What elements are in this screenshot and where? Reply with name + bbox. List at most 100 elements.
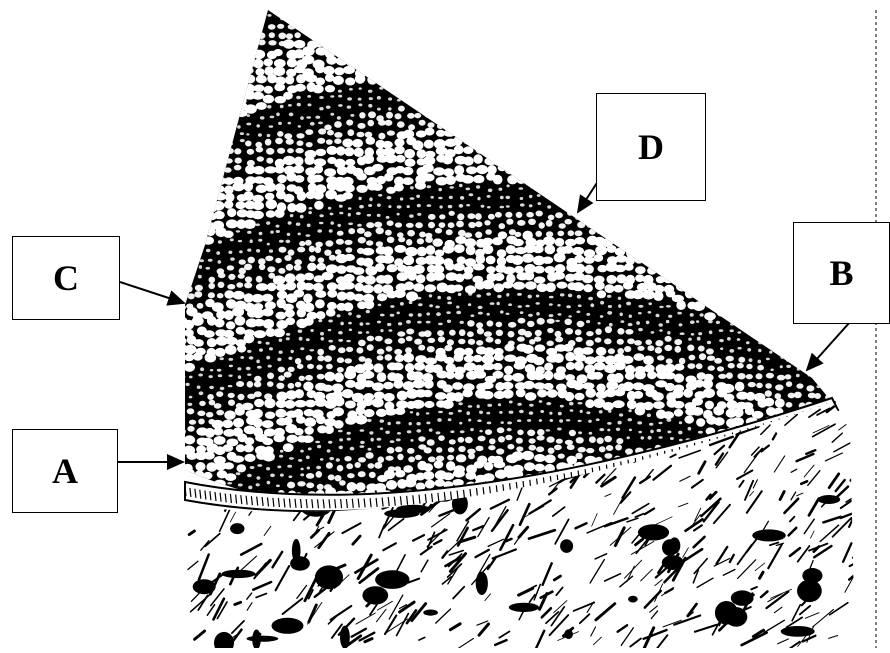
xylem-cell xyxy=(388,97,392,100)
xylem-cell xyxy=(364,409,375,417)
xylem-cell xyxy=(262,308,273,316)
xylem-cell xyxy=(375,336,383,342)
xylem-cell xyxy=(507,175,518,184)
xylem-cell xyxy=(768,123,773,126)
xylem-cell xyxy=(533,372,545,380)
xylem-cell xyxy=(705,262,715,271)
xylem-cell xyxy=(784,158,792,163)
xylem-cell xyxy=(295,148,303,154)
xylem-cell xyxy=(463,51,473,59)
xylem-cell xyxy=(506,38,517,46)
xylem-cell xyxy=(513,150,523,158)
xylem-cell xyxy=(669,202,674,206)
xylem-cell xyxy=(259,232,263,235)
xylem-cell xyxy=(698,431,703,434)
xylem-cell xyxy=(478,312,483,315)
xylem-cell xyxy=(780,349,784,352)
xylem-cell xyxy=(757,106,760,109)
xylem-cell xyxy=(296,14,300,16)
xylem-cell xyxy=(673,69,685,77)
xylem-cell xyxy=(344,40,355,49)
xylem-cell xyxy=(436,50,446,58)
xylem-cell xyxy=(337,224,341,227)
xylem-cell xyxy=(266,210,276,218)
xylem-cell xyxy=(265,412,275,419)
xylem-cell xyxy=(638,206,642,209)
xylem-cell xyxy=(384,64,396,73)
xylem-cell xyxy=(387,237,395,243)
xylem-cell xyxy=(366,310,370,313)
xylem-cell xyxy=(187,87,198,94)
xylem-cell xyxy=(702,272,713,280)
xylem-cell xyxy=(550,419,554,422)
xylem-cell xyxy=(621,320,625,323)
xylem-cell xyxy=(364,231,372,237)
xylem-cell xyxy=(626,13,633,20)
xylem-cell xyxy=(214,158,221,164)
xylem-cell xyxy=(217,58,224,65)
xylem-cell xyxy=(197,411,205,417)
xylem-cell xyxy=(199,265,202,269)
xylem-cell xyxy=(262,438,273,445)
xylem-cell xyxy=(659,86,663,90)
xylem-cell xyxy=(204,452,215,460)
xylem-cell xyxy=(196,121,206,130)
xylem-cell xyxy=(244,51,252,57)
xylem-cell xyxy=(747,14,755,20)
xylem-cell xyxy=(665,29,677,38)
xylem-cell xyxy=(294,157,304,166)
xylem-cell xyxy=(836,374,841,377)
xylem-cell xyxy=(443,168,454,176)
xylem-cell xyxy=(625,448,633,454)
xylem-cell xyxy=(488,89,491,92)
xylem-cell xyxy=(275,166,285,174)
xylem-cell xyxy=(618,230,626,236)
xylem-cell xyxy=(494,14,506,23)
xylem-cell xyxy=(439,205,442,208)
xylem-cell xyxy=(654,24,666,34)
xylem-cell xyxy=(758,294,768,302)
xylem-cell xyxy=(555,106,563,112)
xylem-cell xyxy=(710,112,715,115)
xylem-cell xyxy=(540,184,544,187)
xylem-cell xyxy=(423,49,434,59)
xylem-cell xyxy=(456,80,460,83)
xylem-cell xyxy=(730,117,734,120)
xylem-cell xyxy=(769,351,772,354)
xylem-cell xyxy=(504,6,512,12)
xylem-cell xyxy=(826,93,836,102)
xylem-cell xyxy=(726,356,734,362)
xylem-cell xyxy=(806,16,810,19)
xylem-cell xyxy=(768,337,772,341)
xylem-cell xyxy=(328,474,335,480)
xylem-cell xyxy=(344,456,351,461)
xylem-cell xyxy=(716,225,721,228)
xylem-cell xyxy=(814,66,823,74)
xylem-cell xyxy=(556,439,563,444)
xylem-cell xyxy=(359,112,365,118)
xylem-cell xyxy=(744,308,756,317)
xylem-cell xyxy=(337,357,344,363)
xylem-cell xyxy=(535,330,542,336)
xylem-cell xyxy=(508,331,515,338)
xylem-cell xyxy=(461,99,464,103)
xylem-cell xyxy=(205,428,215,438)
xylem-cell xyxy=(446,311,450,314)
xylem-cell xyxy=(660,81,664,84)
xylem-cell xyxy=(183,201,195,210)
xylem-cell xyxy=(709,106,714,109)
xylem-cell xyxy=(609,87,614,90)
xylem-cell xyxy=(235,110,247,117)
xylem-cell xyxy=(403,256,414,266)
xylem-cell xyxy=(504,366,513,375)
xylem-cell xyxy=(476,446,484,452)
xylem-cell xyxy=(383,24,393,32)
xylem-cell xyxy=(527,419,531,422)
xylem-cell xyxy=(214,109,224,117)
xylem-cell xyxy=(267,266,275,272)
xylem-cell xyxy=(553,157,563,165)
xylem-cell xyxy=(495,212,502,218)
xylem-cell xyxy=(186,469,195,479)
xylem-cell xyxy=(294,400,306,408)
xylem-cell xyxy=(385,456,393,461)
